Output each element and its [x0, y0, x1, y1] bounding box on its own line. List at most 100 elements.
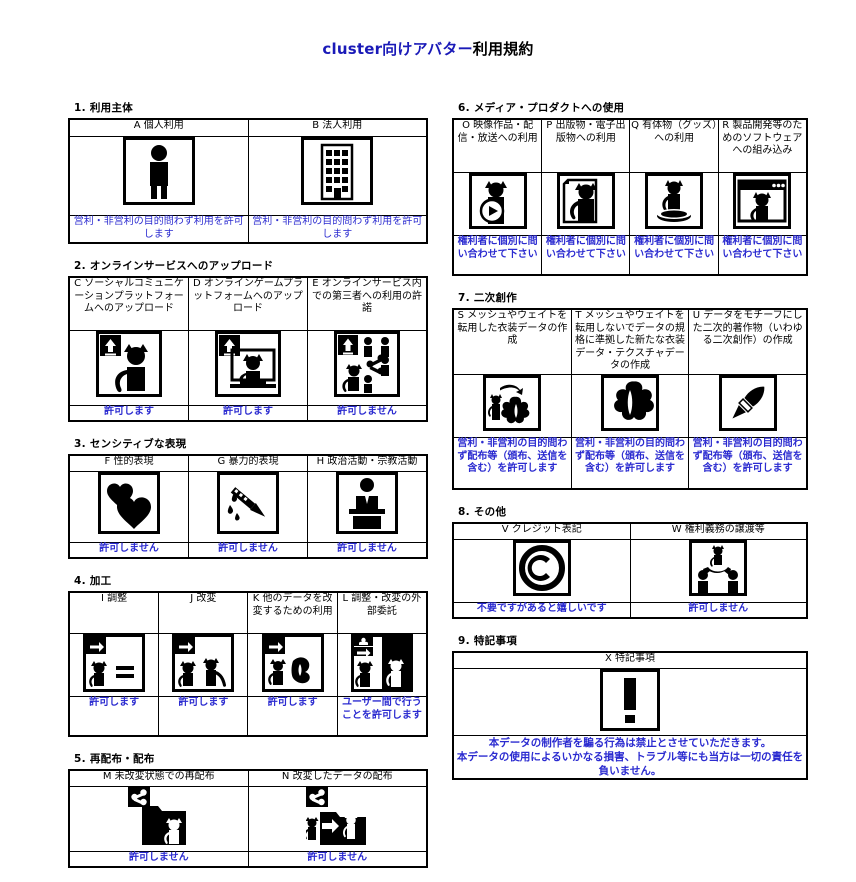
knife-blood-icon: [217, 472, 279, 534]
cell-permission-M: 許可しません: [68, 851, 249, 868]
section-2-table: C ソーシャルコミュニケーションプラットフォームへのアップロード D オンライン…: [68, 276, 428, 422]
cell-permission-K: 許可します: [247, 696, 338, 737]
table-row-header: V クレジット表記 W 権利義務の譲渡等: [452, 522, 808, 540]
table-row-permissions: 不要ですがあると嬉しいです 許可しません: [452, 602, 808, 619]
cell-permission-D: 許可します: [188, 405, 308, 422]
table-row-header: F 性的表現 G 暴力的表現 H 政治活動・宗教活動: [68, 454, 428, 472]
cat-to-costume-icon: [483, 375, 542, 431]
section-9-heading: 9. 特記事項: [458, 635, 518, 647]
table-row-permissions: 営利・非営利の目的問わず利用を許可します 営利・非営利の目的問わず利用を許可しま…: [68, 215, 428, 244]
cell-icon-H: [307, 471, 428, 543]
cell-icon-Q: [629, 172, 719, 236]
table-row-icons: [68, 786, 428, 852]
cell-permission-I: 許可します: [68, 696, 160, 737]
cell-header-H: H 政治活動・宗教活動: [307, 454, 428, 472]
section-9-table: X 特記事項 本データの制作者を騙る行為は禁止とさせていただきます。 本データの…: [452, 651, 808, 780]
table-row-permissions: 許可します 許可します 許可しません: [68, 405, 428, 422]
cell-icon-C: [68, 330, 190, 406]
cell-permission-E: 許可しません: [307, 405, 428, 422]
section-1-table: A 個人利用 B 法人利用: [68, 118, 428, 244]
cell-icon-O: [452, 172, 543, 236]
cell-permission-Q: 権利者に個別に問い合わせて下さい: [629, 235, 719, 276]
table-row-header: O 映像作品・配信・放送への利用 P 出版物・電子出版物への利用 Q 有体物（グ…: [452, 118, 808, 173]
copyright-icon: [512, 540, 571, 596]
section-8-heading: 8. その他: [458, 506, 507, 518]
building-icon: [301, 137, 374, 205]
cell-header-C: C ソーシャルコミュニケーションプラットフォームへのアップロード: [68, 276, 190, 331]
cell-permission-T: 営利・非営利の目的問わず配布等（頒布、送信を含む）を許可します: [570, 437, 690, 490]
adjust-equals-icon: [83, 634, 146, 692]
section-8: 8. その他 V クレジット表記 W 権利義務の譲渡等: [452, 504, 808, 619]
table-row-permissions: 許可しません 許可しません 許可しません: [68, 542, 428, 559]
section-7-heading: 7. 二次創作: [458, 292, 518, 304]
cell-header-D: D オンラインゲームプラットフォームへのアップロード: [188, 276, 308, 331]
left-column: 1. 利用主体 A 個人利用 B 法人利用: [68, 100, 428, 882]
section-1: 1. 利用主体 A 個人利用 B 法人利用: [68, 100, 428, 244]
note-line-1: 本データの制作者を騙る行為は禁止とさせていただきます。: [488, 737, 772, 749]
cell-header-X: X 特記事項: [452, 651, 808, 669]
cell-icon-P: [541, 172, 631, 236]
paintbrush-icon: [718, 375, 777, 431]
section-4: 4. 加工 I 調整 J 改変 K 他のデータを改変するための利用 L 調整・改…: [68, 573, 428, 737]
cell-icon-I: [68, 633, 160, 697]
cell-permission-R: 権利者に個別に問い合わせて下さい: [717, 235, 808, 276]
cell-icon-W: [629, 539, 808, 603]
cell-header-P: P 出版物・電子出版物への利用: [541, 118, 631, 173]
section-7-table: S メッシュやウェイトを転用した衣装データの作成 T メッシュやウェイトを転用し…: [452, 308, 808, 490]
cell-icon-A: [68, 136, 249, 216]
section-1-heading: 1. 利用主体: [74, 102, 134, 114]
cell-header-I: I 調整: [68, 591, 160, 634]
section-6-heading: 6. メディア・プロダクトへの使用: [458, 102, 625, 114]
upload-monitor-icon: [215, 331, 281, 397]
cell-header-S: S メッシュやウェイトを転用した衣装データの作成: [452, 308, 572, 375]
cell-icon-D: [188, 330, 308, 406]
cell-permission-B: 営利・非営利の目的問わず利用を許可します: [247, 215, 428, 244]
table-row-header: S メッシュやウェイトを転用した衣装データの作成 T メッシュやウェイトを転用し…: [452, 308, 808, 375]
cell-header-M: M 未改変状態での再配布: [68, 769, 249, 787]
table-row-header: C ソーシャルコミュニケーションプラットフォームへのアップロード D オンライン…: [68, 276, 428, 331]
modify-two-cats-icon: [172, 634, 235, 692]
section-8-table: V クレジット表記 W 権利義務の譲渡等: [452, 522, 808, 619]
cell-header-L: L 調整・改変の外部委託: [336, 591, 428, 634]
section-4-heading: 4. 加工: [74, 575, 112, 587]
upload-share-people-icon: [334, 331, 400, 397]
table-row-note: 本データの制作者を騙る行為は禁止とさせていただきます。 本データの使用によるいか…: [452, 735, 808, 780]
right-column: 6. メディア・プロダクトへの使用 O 映像作品・配信・放送への利用 P 出版物…: [452, 100, 808, 794]
cell-header-J: J 改変: [158, 591, 249, 634]
exclamation-icon: [600, 669, 660, 731]
upload-avatar-icon: [96, 331, 162, 397]
cell-header-B: B 法人利用: [247, 118, 428, 137]
costume-icon: [601, 375, 659, 431]
table-row-header: X 特記事項: [452, 651, 808, 669]
cell-header-A: A 個人利用: [68, 118, 249, 137]
cell-icon-V: [452, 539, 631, 603]
transfer-rights-icon: [689, 540, 748, 596]
cell-icon-B: [247, 136, 428, 216]
cell-icon-U: [688, 374, 808, 438]
section-5-heading: 5. 再配布・配布: [74, 753, 155, 765]
outsourcing-icon: [350, 634, 413, 692]
section-3-table: F 性的表現 G 暴力的表現 H 政治活動・宗教活動: [68, 454, 428, 559]
cell-icon-F: [68, 471, 190, 543]
cell-permission-F: 許可しません: [68, 542, 190, 559]
page-title: cluster向けアバター利用規約: [0, 38, 856, 59]
table-row-permissions: 権利者に個別に問い合わせて下さい 権利者に個別に問い合わせて下さい 権利者に個別…: [452, 235, 808, 276]
section-7: 7. 二次創作 S メッシュやウェイトを転用した衣装データの作成 T メッシュや…: [452, 290, 808, 490]
modify-other-data-icon: [261, 634, 324, 692]
cell-icon-E: [307, 330, 428, 406]
table-row-permissions: 許可しません 許可しません: [68, 851, 428, 868]
section-5-table: M 未改変状態での再配布 N 改変したデータの配布: [68, 769, 428, 868]
cell-header-T: T メッシュやウェイトを転用しないでデータの規格に準拠した新たな衣装データ・テク…: [570, 308, 690, 375]
cell-permission-U: 営利・非営利の目的問わず配布等（頒布、送信を含む）を許可します: [688, 437, 808, 490]
page-title-brand: cluster向けアバター: [322, 40, 473, 58]
cell-permission-P: 権利者に個別に問い合わせて下さい: [541, 235, 631, 276]
section-6-table: O 映像作品・配信・放送への利用 P 出版物・電子出版物への利用 Q 有体物（グ…: [452, 118, 808, 276]
cell-permission-A: 営利・非営利の目的問わず利用を許可します: [68, 215, 249, 244]
table-row-icons: [452, 668, 808, 736]
table-row-header: A 個人利用 B 法人利用: [68, 118, 428, 137]
cell-icon-J: [158, 633, 249, 697]
podium-speaker-icon: [336, 472, 398, 534]
cell-header-U: U データをモチーフにした二次的著作物（いわゆる二次創作）の作成: [688, 308, 808, 375]
table-row-header: I 調整 J 改変 K 他のデータを改変するための利用 L 調整・改変の外部委託: [68, 591, 428, 634]
table-row-icons: [452, 374, 808, 438]
